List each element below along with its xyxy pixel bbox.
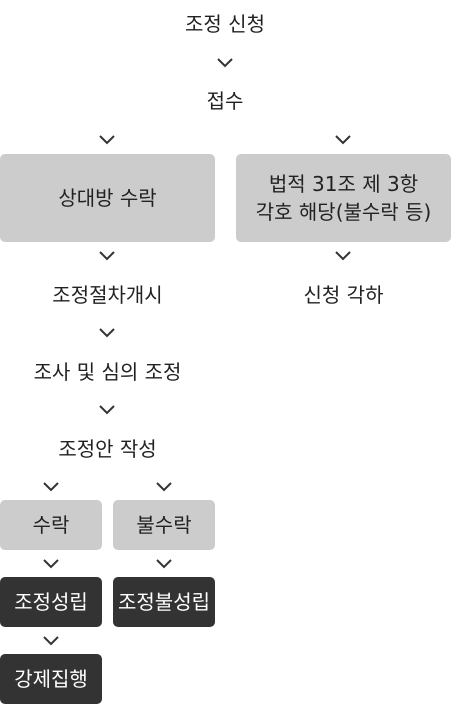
step-apply: 조정 신청 xyxy=(185,12,265,36)
chevron-down-icon xyxy=(99,251,115,261)
step-reject: 불수락 xyxy=(113,500,215,550)
chevron-down-icon xyxy=(217,58,233,68)
chevron-down-icon xyxy=(43,636,59,646)
step-enforce: 강제집행 xyxy=(0,654,102,704)
step-dismiss-reason: 법적 31조 제 3항 각호 해당(불수락 등) xyxy=(236,154,451,242)
chevron-down-icon xyxy=(156,482,172,492)
chevron-down-icon xyxy=(43,559,59,569)
step-accept-party: 상대방 수락 xyxy=(0,154,215,242)
step-start: 조정절차개시 xyxy=(52,283,163,307)
chevron-down-icon xyxy=(156,559,172,569)
step-draft: 조정안 작성 xyxy=(58,437,157,461)
step-dismiss: 신청 각하 xyxy=(303,283,384,307)
chevron-down-icon xyxy=(43,482,59,492)
chevron-down-icon xyxy=(99,405,115,415)
step-success: 조정성립 xyxy=(0,577,102,627)
chevron-down-icon xyxy=(335,135,351,145)
step-fail: 조정불성립 xyxy=(113,577,215,627)
step-accept: 수락 xyxy=(0,500,102,550)
chevron-down-icon xyxy=(99,328,115,338)
step-receipt: 접수 xyxy=(206,89,244,113)
chevron-down-icon xyxy=(335,251,351,261)
chevron-down-icon xyxy=(99,135,115,145)
step-review: 조사 및 심의 조정 xyxy=(33,360,182,384)
